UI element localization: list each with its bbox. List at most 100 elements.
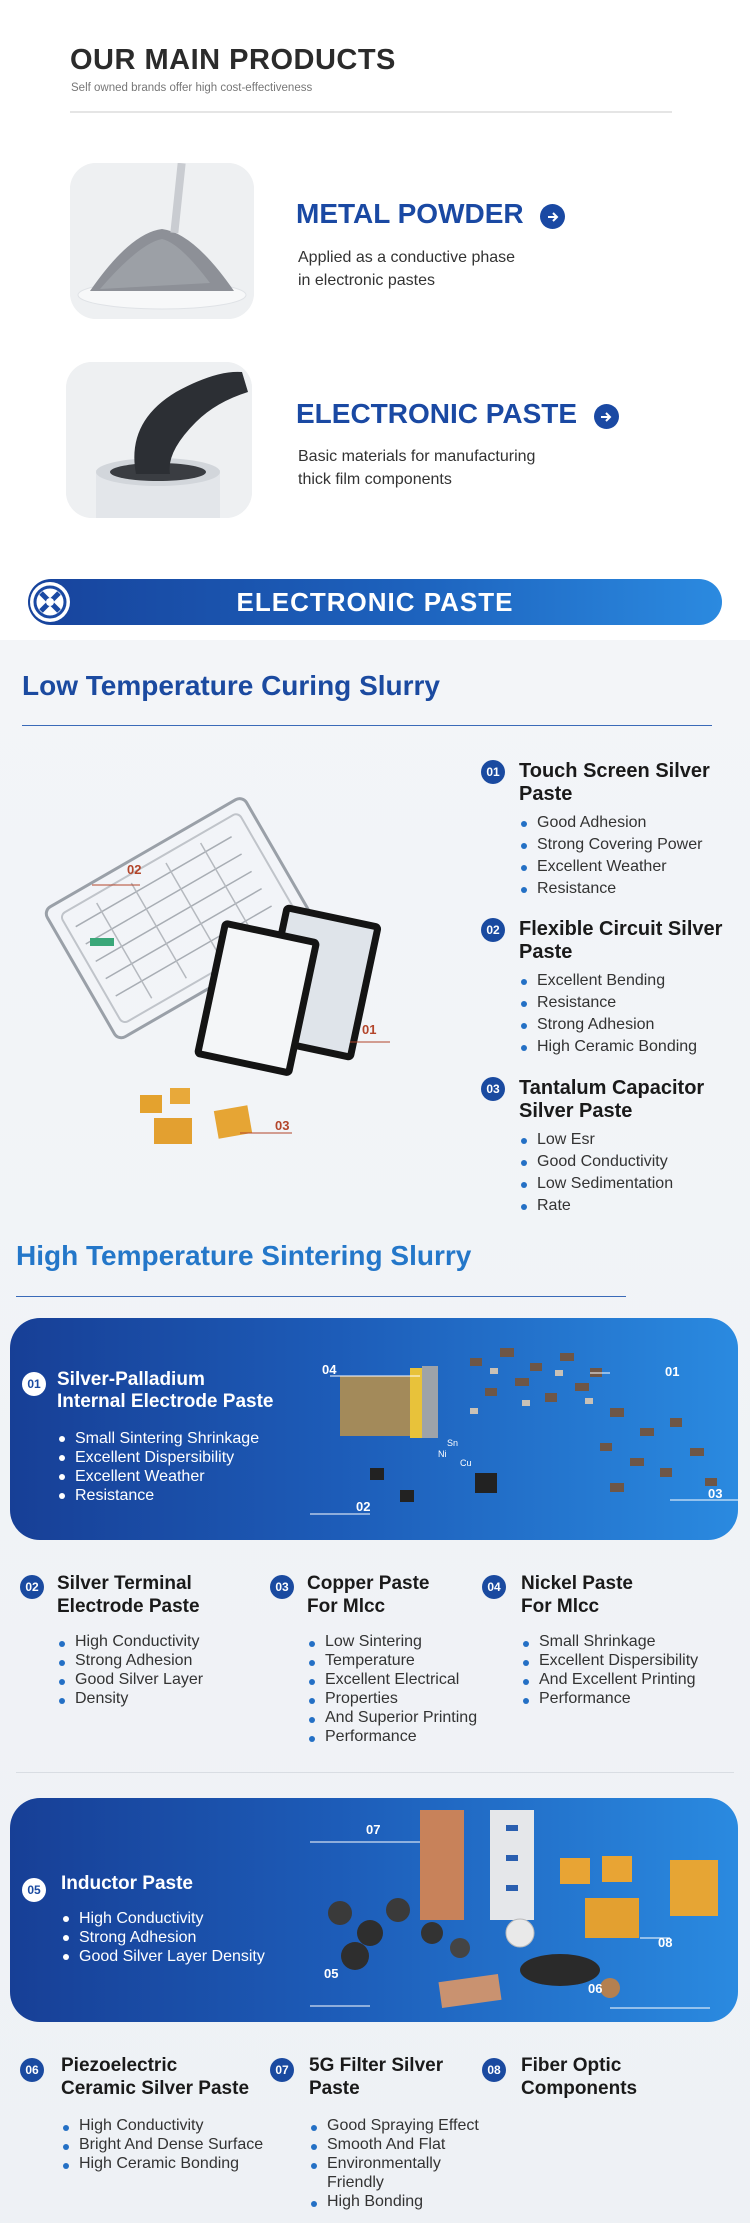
bullet: High Conductivity <box>57 1632 250 1651</box>
callout-label: 03 <box>708 1486 723 1501</box>
bullet: Small Sintering Shrinkage <box>57 1429 317 1448</box>
feature-item: 07 5G Filter Silver Paste Good Spraying … <box>270 2054 490 2211</box>
bullet: Resistance <box>519 992 731 1014</box>
card-text: Silver-Palladium Internal Electrode Past… <box>57 1369 317 1505</box>
desc-line: thick film components <box>298 471 452 488</box>
item-title: For Mlcc <box>521 1596 600 1617</box>
product-card-silver-palladium: 01 Silver-Palladium Internal Electrode P… <box>10 1318 738 1540</box>
feature-item: 03 Tantalum Capacitor Silver Paste Low E… <box>481 1077 731 1217</box>
item-title: Flexible Circuit Silver <box>519 918 723 940</box>
metal-powder-image[interactable] <box>70 163 254 319</box>
electronic-paste-desc: Basic materials for manufacturing thick … <box>298 445 535 491</box>
banner-title: ELECTRONIC PASTE <box>236 587 514 617</box>
bullet: Strong Covering Power <box>519 834 731 856</box>
number-badge: 01 <box>22 1372 46 1396</box>
metal-powder-title[interactable]: METAL POWDER <box>296 198 524 229</box>
number-badge: 07 <box>270 2058 294 2082</box>
number-badge: 02 <box>481 918 505 942</box>
number-badge: 05 <box>22 1878 46 1902</box>
bullet: Excellent Weather <box>57 1467 317 1486</box>
bullet: Excellent Dispersibility <box>57 1448 317 1467</box>
number-badge: 02 <box>20 1575 44 1599</box>
bullet: High Bonding <box>309 2192 490 2211</box>
callout-label: 02 <box>356 1499 371 1514</box>
callout-label: 04 <box>322 1362 337 1377</box>
bullet: Environmentally Friendly <box>309 2154 490 2192</box>
card-title: Silver-Palladium <box>57 1369 205 1390</box>
bullet: Properties <box>307 1689 495 1708</box>
item-title: Electrode Paste <box>57 1596 200 1617</box>
callout-label: 01 <box>362 1022 377 1037</box>
feature-item: 02 Flexible Circuit Silver Paste Excelle… <box>481 918 731 1058</box>
bullet: Smooth And Flat <box>309 2135 490 2154</box>
arrow-right-icon[interactable] <box>540 204 566 230</box>
bullet: Excellent Dispersibility <box>521 1651 722 1670</box>
item-title: Piezoelectric <box>61 2055 178 2076</box>
section-title-high-temp: High Temperature Sintering Slurry <box>16 1240 472 1271</box>
bullet: High Conductivity <box>61 2116 265 2135</box>
feature-item: 06 Piezoelectric Ceramic Silver Paste Hi… <box>20 2054 265 2173</box>
callout-label: 08 <box>658 1935 673 1950</box>
item-title: Copper Paste <box>307 1573 430 1594</box>
bullet: Temperature <box>307 1651 495 1670</box>
item-title: 5G Filter Silver <box>309 2055 444 2076</box>
callout-label: 02 <box>127 862 142 877</box>
bullet: Strong Adhesion <box>57 1651 250 1670</box>
item-title: Paste <box>519 941 573 963</box>
bullet: Excellent Bending <box>519 970 731 992</box>
product-card-inductor: 05 Inductor Paste High Conductivity Stro… <box>10 1798 738 2022</box>
number-badge: 04 <box>482 1575 506 1599</box>
item-title: Paste <box>309 2078 360 2099</box>
card-text: Inductor Paste High Conductivity Strong … <box>61 1873 311 1966</box>
bullet: Excellent Weather <box>519 856 731 878</box>
item-title: For Mlcc <box>307 1596 386 1617</box>
bullet: Density <box>57 1689 250 1708</box>
feature-item: 01 Touch Screen Silver Paste Good Adhesi… <box>481 760 731 900</box>
tiny-label: Cu <box>460 1458 472 1468</box>
low-temp-illustration: 02 01 03 <box>30 790 420 1150</box>
bullet: High Ceramic Bonding <box>519 1036 731 1058</box>
number-badge: 03 <box>481 1077 505 1101</box>
divider <box>16 1772 734 1773</box>
number-badge: 08 <box>482 2058 506 2082</box>
feature-item: 02 Silver Terminal Electrode Paste High … <box>20 1572 250 1708</box>
item-title: Paste <box>519 783 573 805</box>
item-title: Silver Terminal <box>57 1573 192 1594</box>
bullet: Bright And Dense Surface <box>61 2135 265 2154</box>
divider <box>70 111 672 113</box>
item-title: Touch Screen Silver <box>519 760 710 782</box>
page-subtitle: Self owned brands offer high cost-effect… <box>71 82 313 94</box>
card-title: Inductor Paste <box>61 1873 193 1894</box>
item-title: Ceramic Silver Paste <box>61 2078 250 2099</box>
callout-label: 07 <box>366 1822 381 1837</box>
card-title: Internal Electrode Paste <box>57 1391 274 1412</box>
divider <box>22 725 712 726</box>
bullet: Excellent Electrical <box>307 1670 495 1689</box>
callout-label: 01 <box>665 1364 680 1379</box>
electronic-paste-title[interactable]: ELECTRONIC PASTE <box>296 398 578 429</box>
electronic-paste-image[interactable] <box>66 362 252 518</box>
bullet: And Superior Printing <box>307 1708 495 1727</box>
feature-item: 03 Copper Paste For Mlcc Low Sintering T… <box>270 1572 495 1746</box>
bullet: Resistance <box>519 878 731 900</box>
page-title: OUR MAIN PRODUCTS <box>70 44 396 76</box>
item-title: Components <box>521 2078 638 2099</box>
section-title-low-temp: Low Temperature Curing Slurry <box>22 670 440 701</box>
bullet: Good Silver Layer Density <box>61 1947 311 1966</box>
item-title: Silver Paste <box>519 1100 633 1122</box>
bullet: Low Sintering <box>307 1632 495 1651</box>
bullet: Low Sedimentation <box>519 1173 731 1195</box>
bullet: And Excellent Printing <box>521 1670 722 1689</box>
divider <box>16 1296 626 1297</box>
bullet: High Conductivity <box>61 1909 311 1928</box>
tiny-label: Ni <box>438 1449 447 1459</box>
number-badge: 06 <box>20 2058 44 2082</box>
desc-line: Basic materials for manufacturing <box>298 448 536 465</box>
item-title: Nickel Paste <box>521 1573 633 1594</box>
arrow-right-icon[interactable] <box>593 404 619 430</box>
electronic-paste-link[interactable]: ELECTRONIC PASTE <box>296 398 619 430</box>
number-badge: 01 <box>481 760 505 784</box>
callout-label: 06 <box>588 1981 603 1996</box>
metal-powder-link[interactable]: METAL POWDER <box>296 198 566 230</box>
feature-item: 08 Fiber Optic Components <box>482 2054 722 2100</box>
